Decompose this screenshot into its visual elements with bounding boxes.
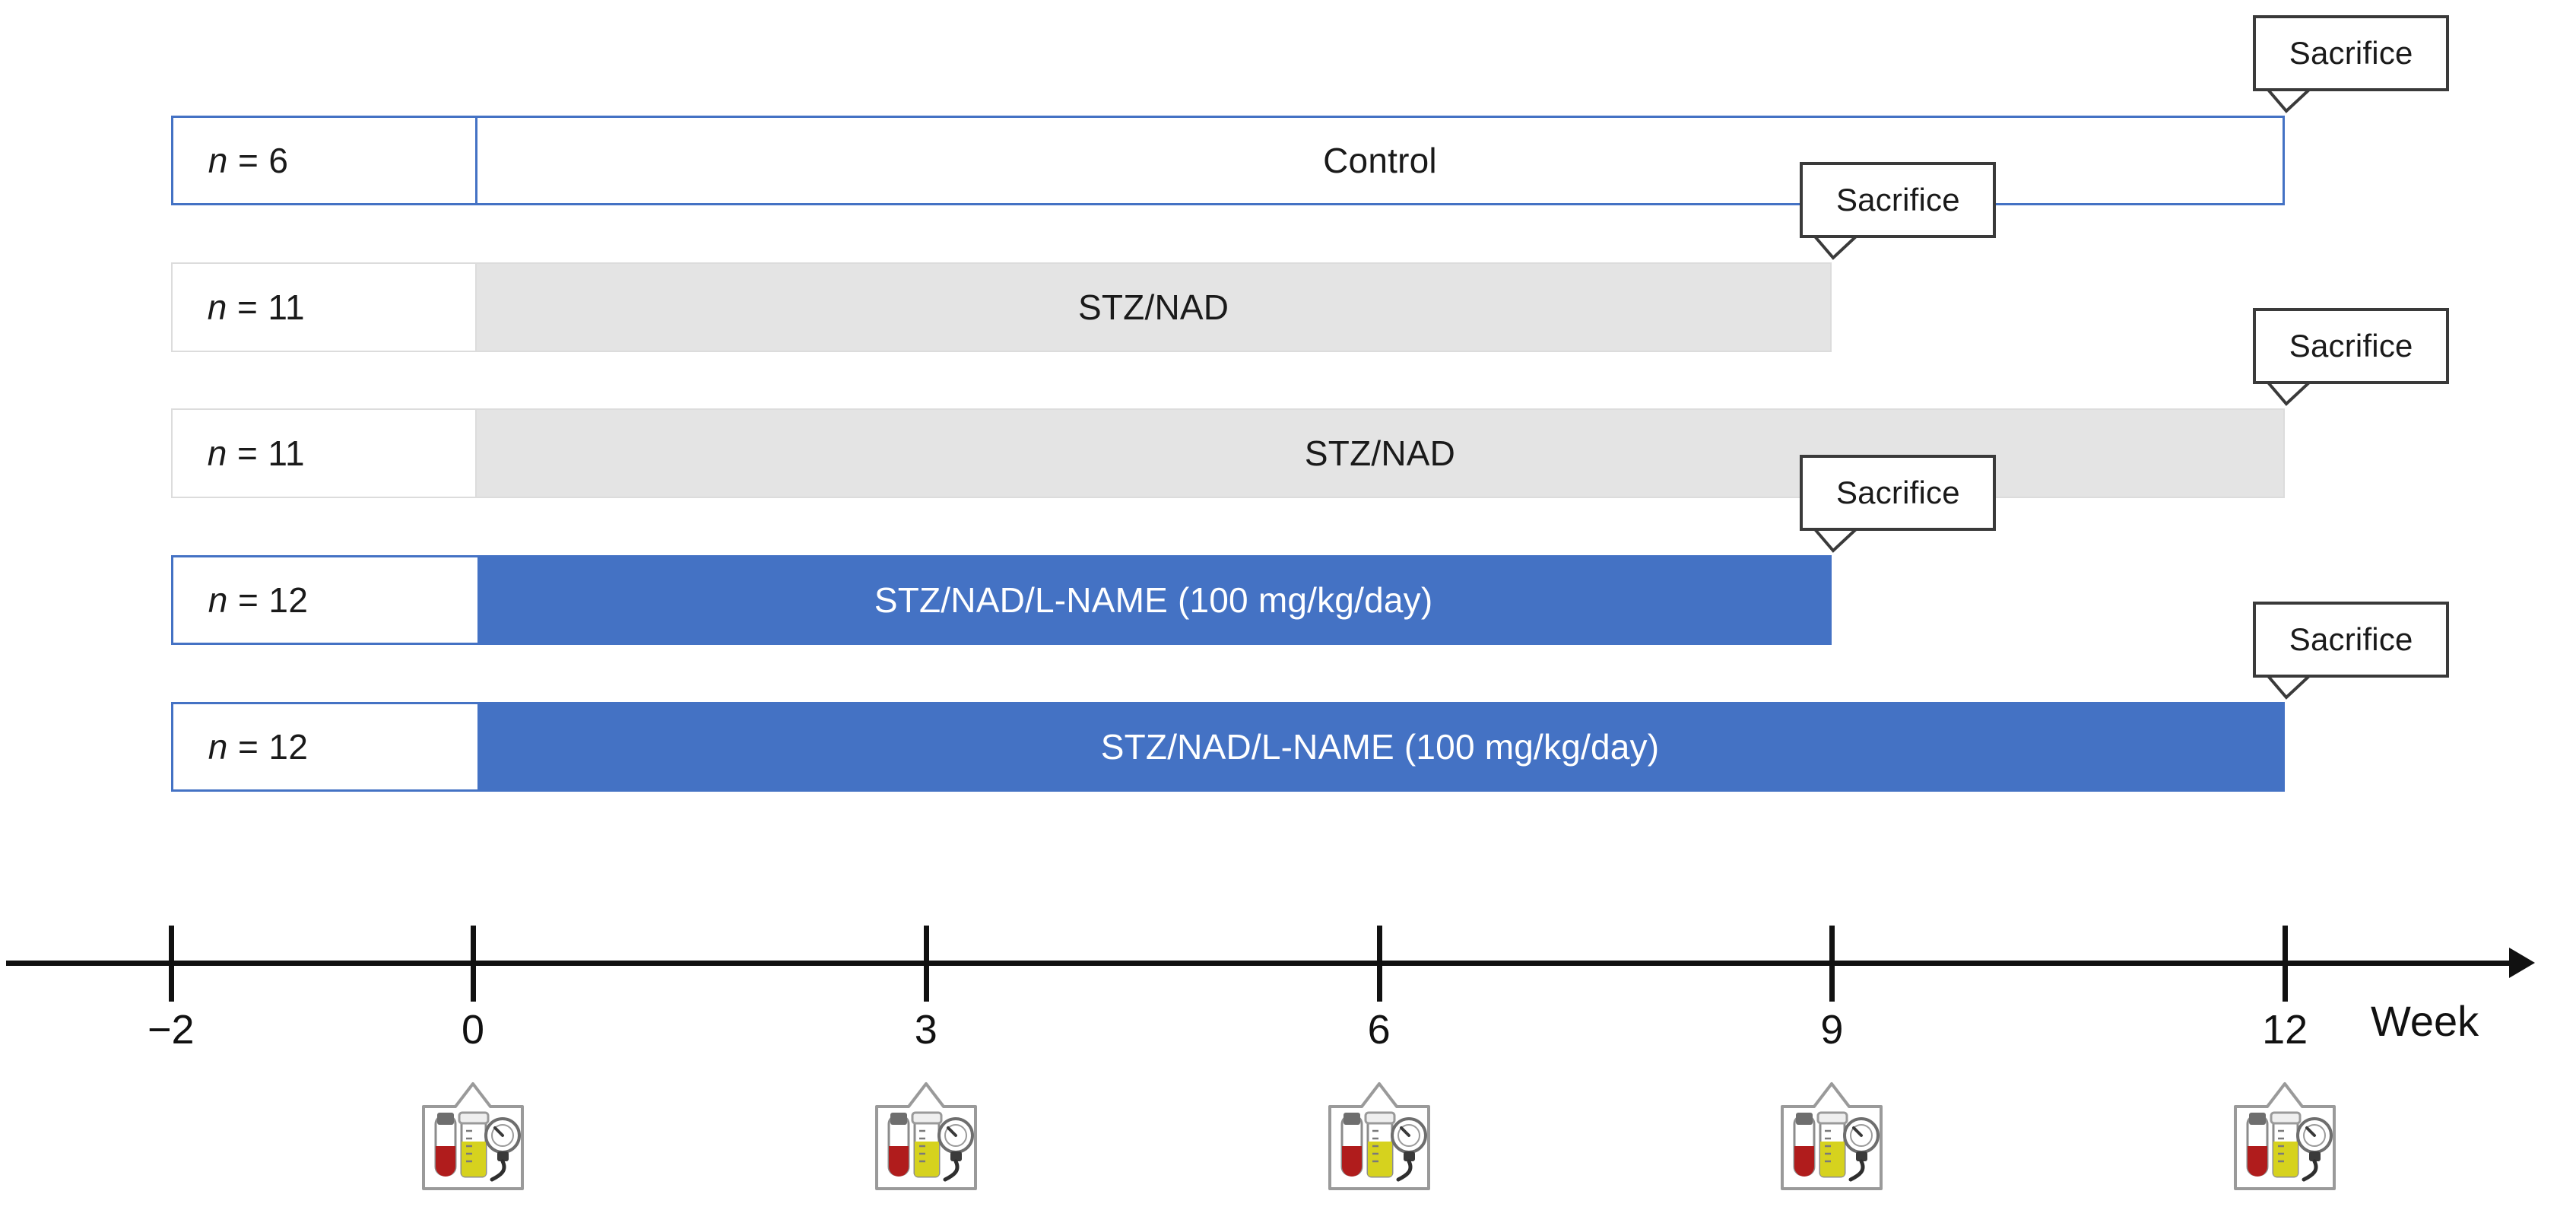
group-size-label: n = 11	[207, 433, 305, 473]
sacrifice-callout-label: Sacrifice	[2289, 328, 2413, 364]
axis-tick	[1376, 926, 1382, 1002]
axis-tick	[471, 926, 476, 1002]
axis-tick-label: 6	[1367, 1007, 1391, 1053]
group-size-label: n = 12	[208, 727, 309, 767]
axis-tick-label: 9	[1820, 1007, 1844, 1053]
treatment-bar: STZ/NAD/L-NAME (100 mg/kg/day)	[477, 704, 2283, 789]
sacrifice-callout: Sacrifice	[2253, 308, 2450, 406]
blood-urine-bp-measurement-icon	[2228, 1076, 2342, 1194]
group-row: n = 11 STZ/NAD	[170, 262, 1832, 352]
axis-tick-label: 3	[914, 1007, 937, 1053]
axis-title-week: Week	[2371, 997, 2479, 1045]
group-size-cell: n = 12	[173, 704, 477, 789]
sacrifice-callout-tail	[2264, 381, 2314, 406]
sacrifice-callout-box: Sacrifice	[2253, 602, 2450, 678]
sacrifice-callout-tail	[2264, 88, 2314, 113]
sacrifice-callout-label: Sacrifice	[2289, 35, 2413, 71]
axis-arrowhead	[2509, 948, 2535, 978]
treatment-label: STZ/NAD	[1304, 433, 1456, 473]
treatment-label: STZ/NAD/L-NAME (100 mg/kg/day)	[1100, 727, 1660, 767]
treatment-label: Control	[1323, 141, 1437, 180]
axis-tick	[2283, 926, 2289, 1002]
treatment-bar: STZ/NAD/L-NAME (100 mg/kg/day)	[477, 557, 1830, 643]
group-row: n = 6 Control	[170, 116, 2286, 205]
sacrifice-callout-label: Sacrifice	[2289, 621, 2413, 657]
blood-urine-bp-measurement-icon	[869, 1076, 983, 1194]
sacrifice-callout-box: Sacrifice	[2253, 308, 2450, 384]
group-size-label: n = 11	[207, 287, 305, 327]
treatment-bar: STZ/NAD	[476, 410, 2284, 497]
sacrifice-callout-tail	[2264, 675, 2314, 700]
axis-tick	[923, 926, 929, 1002]
group-size-cell: n = 11	[172, 410, 477, 497]
sacrifice-callout-tail	[1812, 528, 1861, 553]
group-row: n = 12 STZ/NAD/L-NAME (100 mg/kg/day)	[170, 555, 1832, 645]
axis-line	[6, 961, 2515, 966]
axis-tick-label: −2	[148, 1007, 195, 1053]
sacrifice-callout-box: Sacrifice	[2253, 15, 2450, 91]
axis-tick	[1829, 926, 1835, 1002]
blood-urine-bp-measurement-icon	[1322, 1076, 1436, 1194]
axis-tick-label: 12	[2262, 1007, 2308, 1053]
sacrifice-callout-box: Sacrifice	[1800, 455, 1997, 531]
group-row: n = 12 STZ/NAD/L-NAME (100 mg/kg/day)	[170, 702, 2286, 792]
axis-tick-label: 0	[461, 1007, 485, 1053]
group-size-cell: n = 6	[173, 118, 477, 203]
treatment-bar: STZ/NAD	[476, 264, 1831, 351]
sacrifice-callout-label: Sacrifice	[1835, 182, 1960, 218]
blood-urine-bp-measurement-icon	[416, 1076, 530, 1194]
sacrifice-callout: Sacrifice	[2253, 602, 2450, 700]
sacrifice-callout-label: Sacrifice	[1835, 475, 1960, 510]
blood-urine-bp-measurement-icon	[1775, 1076, 1889, 1194]
treatment-label: STZ/NAD	[1078, 287, 1229, 327]
sacrifice-callout-box: Sacrifice	[1800, 162, 1997, 238]
group-size-cell: n = 11	[172, 264, 477, 351]
treatment-bar: Control	[477, 118, 2283, 203]
group-size-label: n = 6	[208, 141, 289, 180]
sacrifice-callout: Sacrifice	[2253, 15, 2450, 113]
treatment-label: STZ/NAD/L-NAME (100 mg/kg/day)	[874, 580, 1433, 620]
group-size-cell: n = 12	[173, 557, 477, 643]
axis-tick	[168, 926, 174, 1002]
group-size-label: n = 12	[208, 580, 309, 620]
sacrifice-callout-tail	[1812, 235, 1861, 260]
sacrifice-callout: Sacrifice	[1800, 455, 1997, 553]
sacrifice-callout: Sacrifice	[1800, 162, 1997, 260]
